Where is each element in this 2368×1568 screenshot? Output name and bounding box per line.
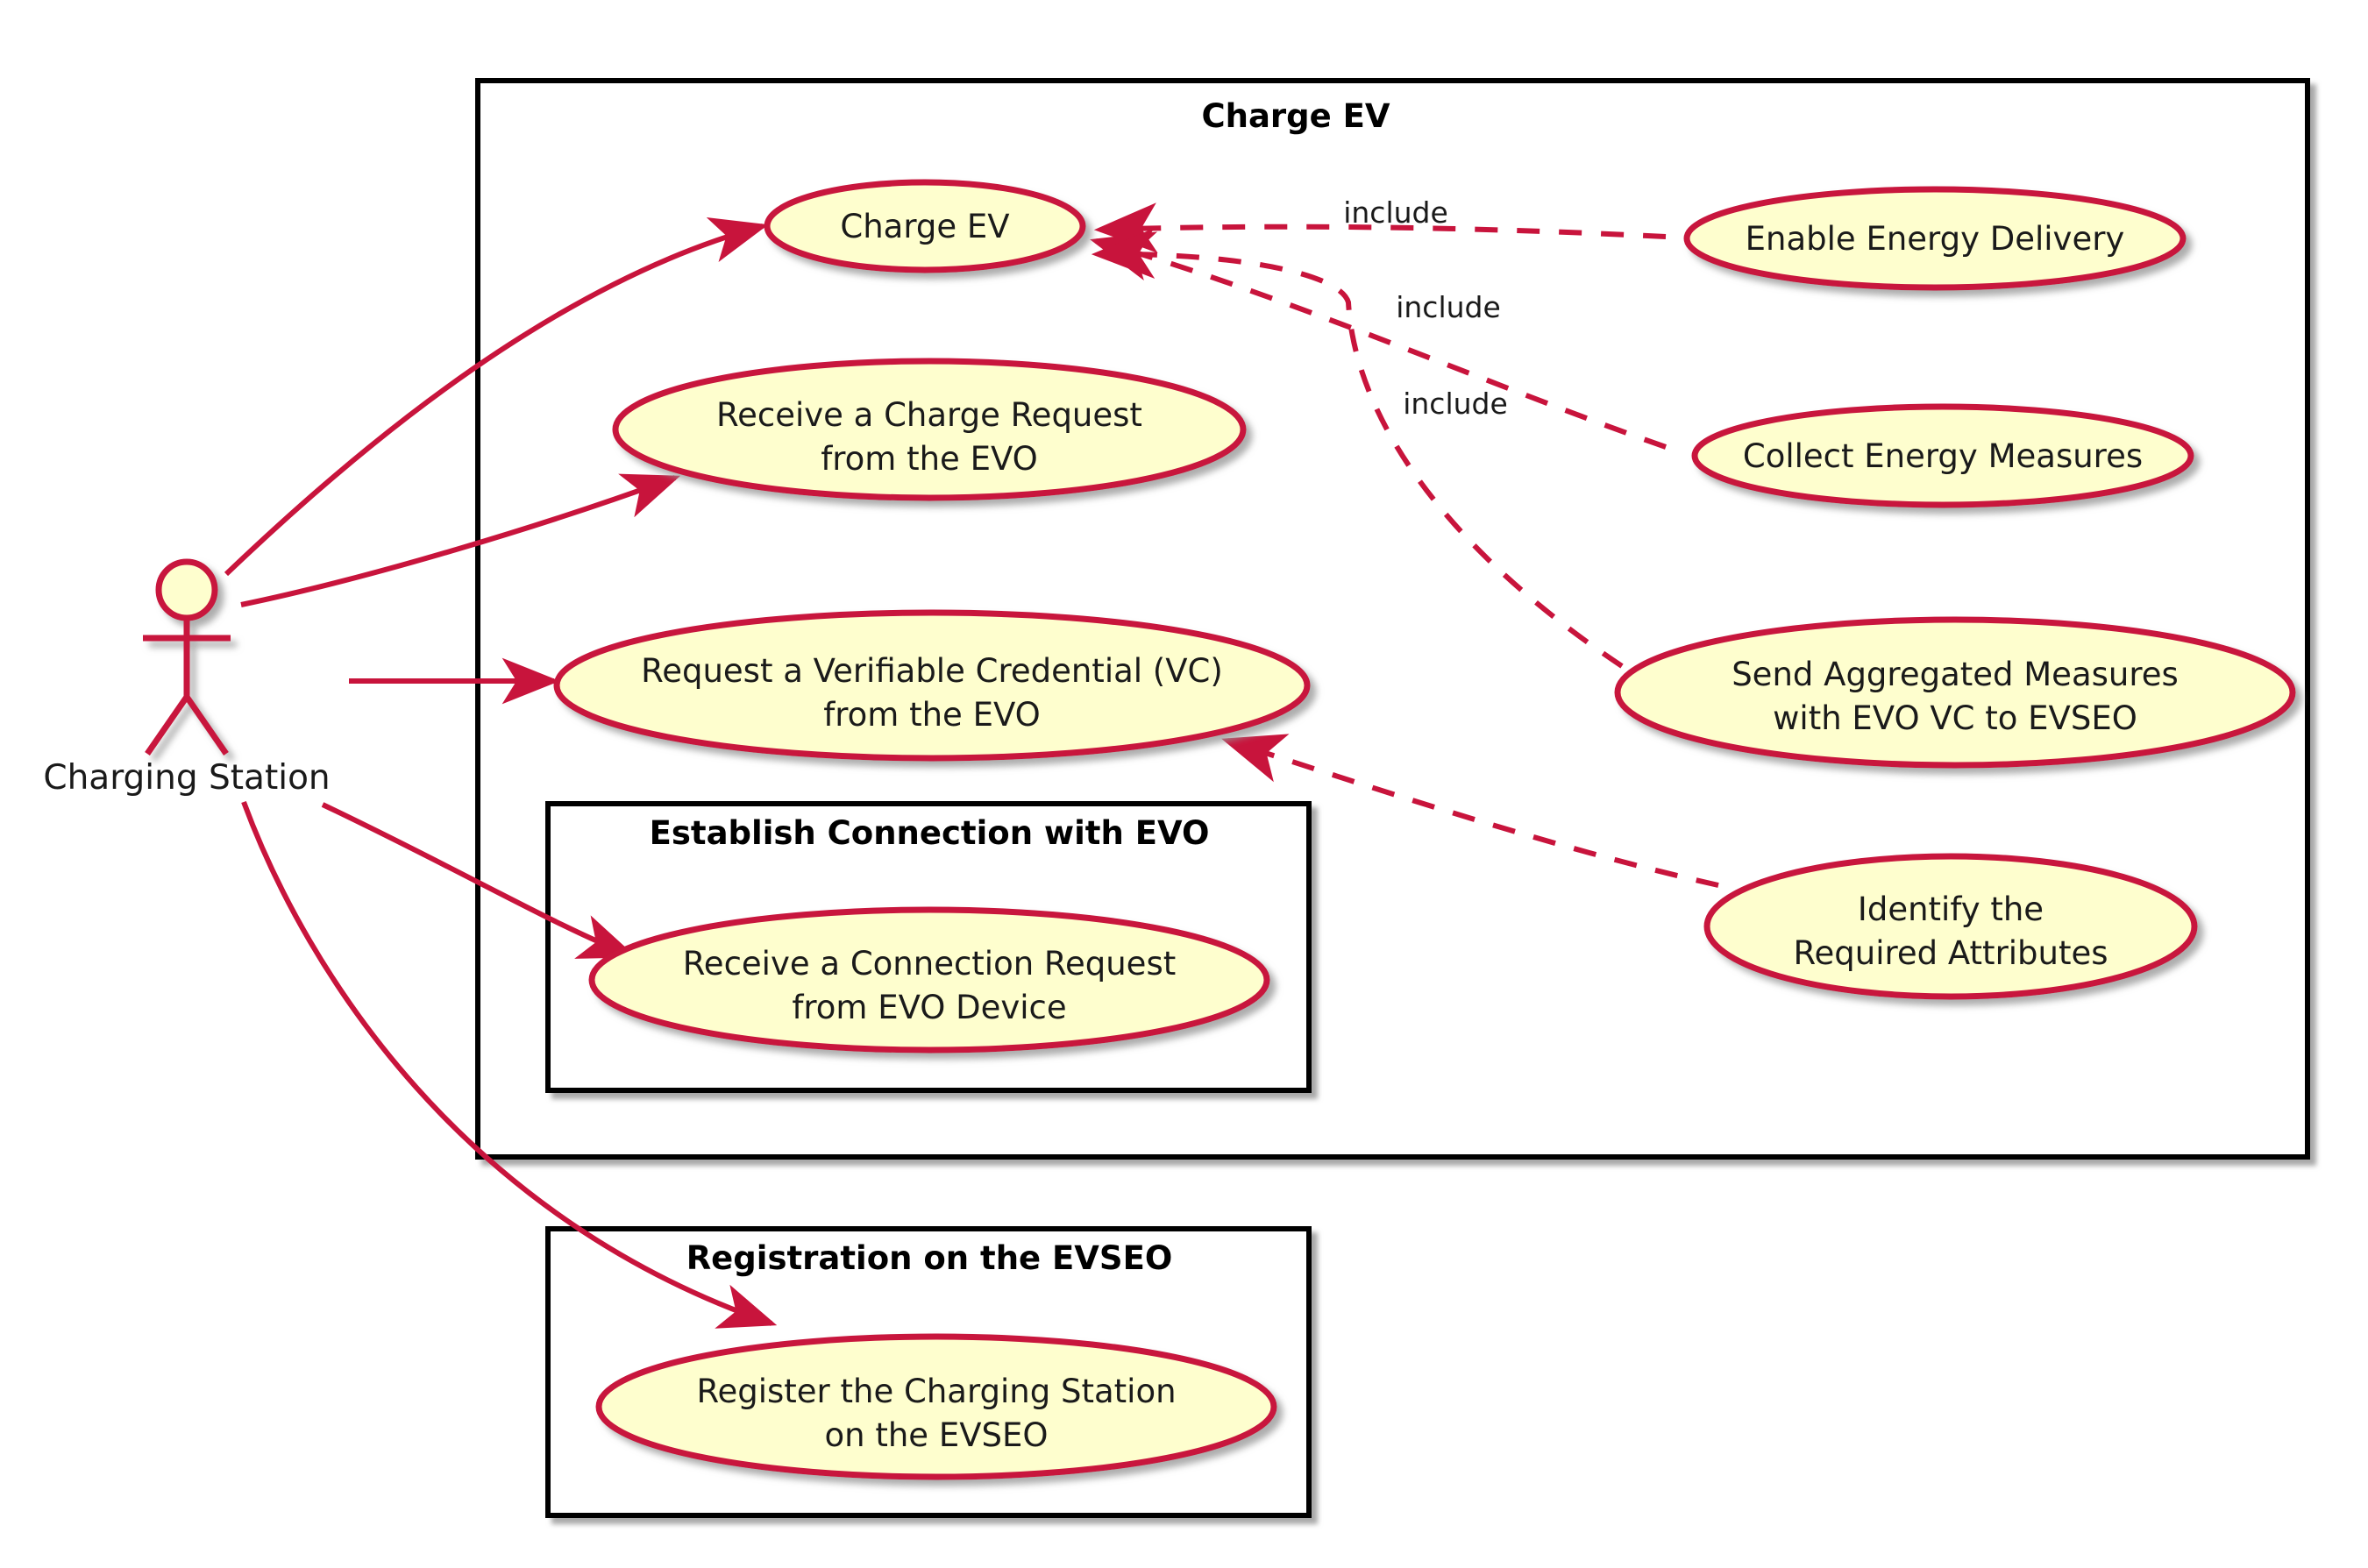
include-send-aggregated-measures-line[interactable]	[1091, 228, 1624, 669]
use-case-register-charging-station-label-line-1: Register the Charging Station	[696, 1373, 1176, 1410]
use-case-charge-ev-shape[interactable]	[764, 179, 1086, 273]
use-case-charge-ev[interactable]: Charge EV	[764, 179, 1086, 273]
use-case-receive-charge-request-shape[interactable]	[612, 358, 1247, 501]
use-case-identify-required-attributes[interactable]: Identify the Required Attributes	[1703, 853, 2198, 1000]
use-case-enable-energy-delivery-shape[interactable]	[1683, 186, 2187, 291]
actor-label-charging-station: Charging Station	[43, 758, 330, 798]
include-identify-required-attributes-line[interactable]	[1221, 734, 1719, 888]
assoc-register-charging-station-line[interactable]	[241, 800, 778, 1329]
use-case-receive-connection-request[interactable]: Receive a Connection Request from EVO De…	[588, 906, 1270, 1054]
use-case-identify-required-attributes-label-line-2: Required Attributes	[1793, 934, 2108, 972]
use-case-charge-ev-label-line-1: Charge EV	[840, 208, 1009, 245]
use-case-request-verifiable-credential[interactable]: Request a Verifiable Credential (VC) fro…	[553, 609, 1311, 762]
actor-figure-icon	[143, 558, 231, 756]
use-case-receive-connection-request-label-line-1: Receive a Connection Request	[683, 945, 1176, 983]
use-case-identify-required-attributes-shape[interactable]	[1703, 853, 2198, 1000]
use-case-register-charging-station-label-line-2: on the EVSEO	[824, 1416, 1048, 1454]
use-case-collect-energy-measures-label-line-1: Collect Energy Measures	[1743, 437, 2143, 475]
assoc-receive-connection-request-line[interactable]	[321, 802, 637, 959]
include-edges: include include include	[1090, 195, 1719, 888]
use-case-collect-energy-measures[interactable]: Collect Energy Measures	[1691, 403, 2194, 508]
use-case-request-verifiable-credential-label-line-2: from the EVO	[823, 696, 1041, 734]
charge-ev-package-title: Charge EV	[1201, 97, 1390, 135]
establish-connection-package-title: Establish Connection with EVO	[650, 814, 1210, 852]
use-case-enable-energy-delivery-label-line-1: Enable Energy Delivery	[1746, 220, 2125, 258]
use-case-receive-connection-request-label-line-2: from EVO Device	[792, 989, 1066, 1026]
use-case-receive-charge-request[interactable]: Receive a Charge Request from the EVO	[612, 358, 1247, 501]
use-case-collect-energy-measures-shape[interactable]	[1691, 403, 2194, 508]
include-label-2: include	[1396, 290, 1501, 324]
include-label-3: include	[1403, 387, 1508, 421]
use-case-receive-charge-request-label-line-2: from the EVO	[821, 440, 1038, 478]
include-collect-energy-measures-line[interactable]	[1090, 231, 1667, 450]
use-case-receive-connection-request-shape[interactable]	[588, 906, 1270, 1054]
use-case-register-charging-station-shape[interactable]	[595, 1333, 1277, 1480]
registration-package-title: Registration on the EVSEO	[686, 1239, 1173, 1277]
use-case-request-verifiable-credential-label-line-1: Request a Verifiable Credential (VC)	[641, 652, 1223, 690]
include-enable-energy-delivery-line[interactable]	[1093, 202, 1667, 253]
use-case-send-aggregated-measures[interactable]: Send Aggregated Measures with EVO VC to …	[1614, 616, 2296, 769]
actor-charging-station[interactable]: Charging Station	[43, 558, 331, 798]
assoc-receive-charge-request-line[interactable]	[240, 473, 681, 607]
include-label-1: include	[1343, 195, 1448, 230]
use-case-identify-required-attributes-label-line-1: Identify the	[1858, 890, 2044, 928]
assoc-charge-ev-line[interactable]	[224, 217, 769, 577]
use-case-send-aggregated-measures-label-line-1: Send Aggregated Measures	[1732, 656, 2179, 693]
use-case-request-verifiable-credential-shape[interactable]	[553, 609, 1311, 762]
use-case-send-aggregated-measures-shape[interactable]	[1614, 616, 2296, 769]
use-case-enable-energy-delivery[interactable]: Enable Energy Delivery	[1683, 186, 2187, 291]
use-case-register-charging-station[interactable]: Register the Charging Station on the EVS…	[595, 1333, 1277, 1480]
use-case-send-aggregated-measures-label-line-2: with EVO VC to EVSEO	[1773, 699, 2137, 737]
use-case-receive-charge-request-label-line-1: Receive a Charge Request	[716, 396, 1142, 434]
association-edges	[224, 217, 778, 1329]
